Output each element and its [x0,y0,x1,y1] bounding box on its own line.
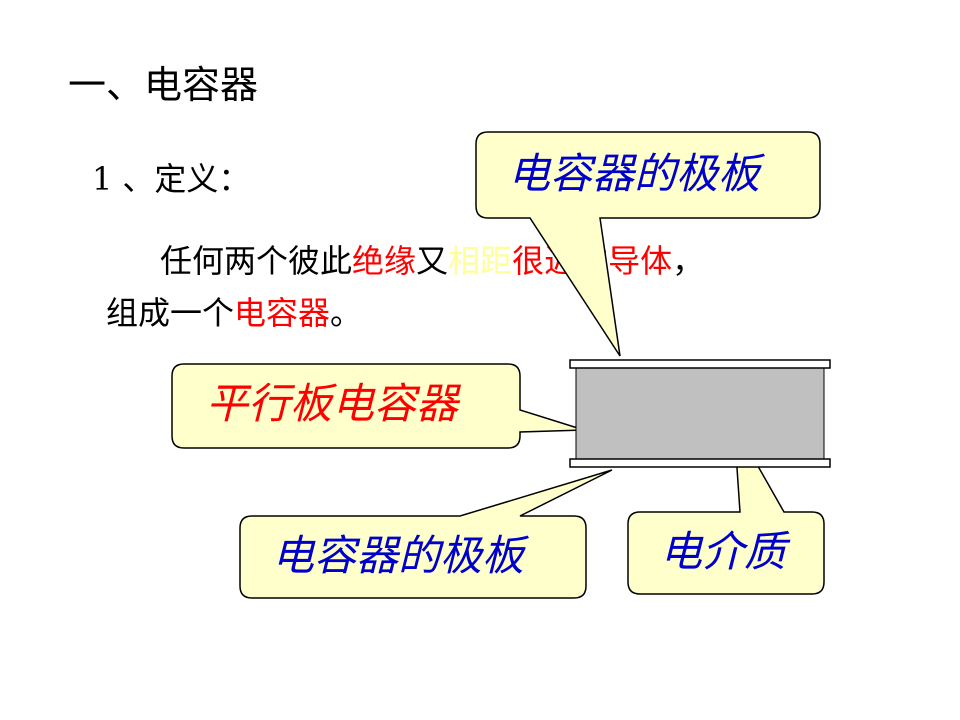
callout-bottom-plate-label: 电容器的极板 [272,531,525,580]
keyword-insulated: 绝缘 [352,242,417,280]
callout-bottom-plate-shape [239,469,613,599]
section-heading: 1、定义： [92,156,250,202]
definition-text: ， [672,242,705,280]
definition-line-1: 任何两个彼此绝缘又相距很近的导体， [160,238,704,284]
dielectric-block [575,367,825,461]
callout-parallel-plate-label: 平行板电容器 [206,379,459,428]
keyword-capacitor: 电容器 [234,294,331,332]
definition-line-2: 组成一个电容器。 [106,290,362,336]
keyword-conductor: 导体 [608,242,673,280]
section-separator: 、 [122,160,155,198]
definition-text: 。 [330,294,363,332]
page-title: 一、电容器 [68,63,259,107]
callout-parallel-plate-shape [171,363,585,449]
top-plate [569,359,831,369]
keyword-distance: 相距 [448,242,513,280]
callout-top-plate-label: 电容器的极板 [508,149,761,198]
definition-text: 又 [416,242,449,280]
definition-text: 组成一个 [106,294,235,332]
callout-dielectric-label: 电介质 [660,527,787,576]
section-label: 定义： [154,160,251,198]
definition-text: 任何两个彼此 [160,242,353,280]
section-number: 1 [92,160,113,198]
callout-top-plate-shape [475,131,821,357]
callout-dielectric-shape [627,423,825,595]
bottom-plate [569,458,831,468]
